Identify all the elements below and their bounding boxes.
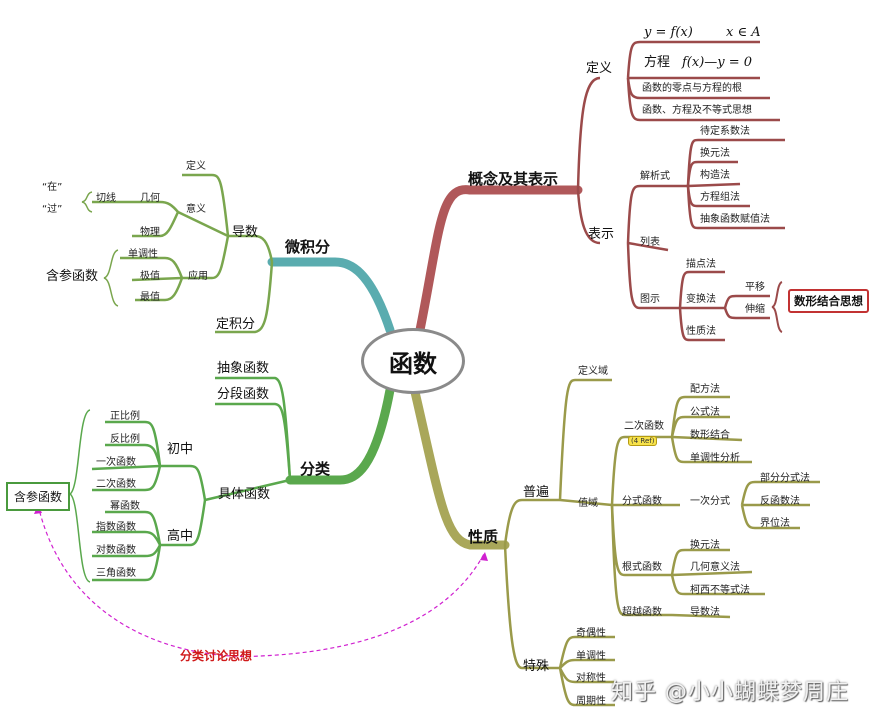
quadratic-item-3: 数形结合 [690, 430, 730, 441]
junior-item-4: 二次函数 [96, 479, 136, 490]
formula-1: y = f(x) [644, 25, 693, 40]
senior-label: 高中 [167, 529, 194, 544]
geometry-label: 几何 [140, 193, 160, 204]
center-node: 函数 [361, 328, 465, 394]
transcendental-label: 超越函数 [622, 607, 662, 618]
concept-title: 概念及其表示 [468, 170, 559, 188]
tangent-label: 切线 [96, 193, 116, 204]
properties-title: 性质 [468, 528, 499, 546]
special-item-1: 奇偶性 [576, 628, 606, 639]
domain-label: 定义域 [578, 366, 608, 377]
branch-concept [415, 185, 583, 335]
analytic-item-1: 待定系数法 [700, 126, 750, 137]
abstract-label: 抽象函数 [217, 361, 270, 376]
junior-item-2: 反比例 [110, 434, 140, 445]
formula-1b: x ∈ A [726, 25, 761, 40]
meaning-label: 意义 [186, 204, 206, 215]
calculus-title: 微积分 [285, 238, 331, 256]
def-item-2: 函数、方程及不等式思想 [642, 105, 752, 116]
integral-label: 定积分 [216, 317, 256, 332]
general-label: 普遍 [523, 485, 550, 500]
repr-label: 表示 [588, 227, 615, 242]
transform-item-2: 伸缩 [745, 304, 765, 315]
radical-item-3: 柯西不等式法 [690, 585, 750, 596]
calc-param-label: 含参函数 [46, 269, 99, 284]
linear-frac-item-3: 界位法 [760, 518, 790, 529]
branch-properties [410, 387, 510, 550]
def-label: 定义 [586, 61, 613, 76]
quote-zai: “在” [42, 182, 63, 193]
special-item-2: 单调性 [576, 651, 606, 662]
discussion-arc [37, 504, 486, 658]
senior-item-3: 对数函数 [96, 545, 136, 556]
eq-formula: f(x)—y = 0 [682, 55, 753, 70]
piecewise-label: 分段函数 [217, 387, 270, 402]
app-item-1: 单调性 [128, 249, 158, 260]
quadratic-badge: (4 Ref) [628, 436, 658, 446]
senior-item-1: 幂函数 [110, 501, 140, 512]
fraction-label: 分式函数 [622, 496, 662, 507]
graph-item-1: 描点法 [686, 259, 716, 270]
watermark: 知乎 @小小蝴蝶梦周庄 [611, 680, 849, 705]
discussion-label: 分类讨论思想 [180, 649, 253, 663]
analytic-item-4: 方程组法 [700, 192, 740, 203]
graph-item-2: 变换法 [686, 294, 716, 305]
analytic-label: 解析式 [640, 171, 670, 182]
junior-label: 初中 [167, 442, 194, 457]
eq-prefix: 方程 [644, 55, 671, 70]
transform-item-1: 平移 [745, 282, 765, 293]
center-title: 函数 [389, 349, 437, 378]
radical-item-2: 几何意义法 [690, 562, 740, 573]
table-label: 列表 [640, 237, 660, 248]
class-param-box: 含参函数 [6, 482, 71, 511]
transcendental-item-1: 导数法 [690, 607, 720, 618]
graph-item-3: 性质法 [686, 326, 716, 337]
range-label: 值域 [578, 498, 598, 509]
quadratic-item-1: 配方法 [690, 384, 720, 395]
app-item-2: 极值 [140, 271, 160, 282]
quadratic-item-2: 公式法 [690, 407, 720, 418]
special-item-4: 周期性 [576, 696, 606, 707]
linear-frac-label: 一次分式 [690, 496, 730, 507]
app-item-3: 最值 [140, 292, 160, 303]
idea-box: 数形结合思想 [788, 289, 869, 313]
def-item-1: 函数的零点与方程的根 [642, 83, 742, 94]
graph-label: 图示 [640, 294, 660, 305]
junior-item-3: 一次函数 [96, 457, 136, 468]
specific-label: 具体函数 [218, 487, 271, 502]
radical-item-1: 换元法 [690, 540, 720, 551]
junior-item-1: 正比例 [110, 411, 140, 422]
classification-title: 分类 [300, 460, 331, 478]
senior-item-2: 指数函数 [96, 522, 136, 533]
senior-item-4: 三角函数 [96, 568, 136, 579]
derivative-label: 导数 [232, 225, 259, 240]
analytic-item-3: 构造法 [700, 170, 730, 181]
radical-label: 根式函数 [622, 562, 662, 573]
branch-calculus [267, 257, 395, 335]
branch-classification [285, 385, 395, 485]
quote-guo: “过” [42, 204, 63, 215]
quadratic-label: 二次函数 [624, 421, 664, 432]
application-label: 应用 [188, 271, 208, 282]
analytic-item-2: 换元法 [700, 148, 730, 159]
analytic-item-5: 抽象函数赋值法 [700, 214, 770, 225]
linear-frac-item-2: 反函数法 [760, 496, 800, 507]
quadratic-item-4: 单调性分析 [690, 453, 740, 464]
linear-frac-item-1: 部分分式法 [760, 473, 810, 484]
calc-def-label: 定义 [186, 161, 206, 172]
special-item-3: 对称性 [576, 673, 606, 684]
physics-label: 物理 [140, 227, 160, 238]
special-label: 特殊 [523, 659, 550, 674]
